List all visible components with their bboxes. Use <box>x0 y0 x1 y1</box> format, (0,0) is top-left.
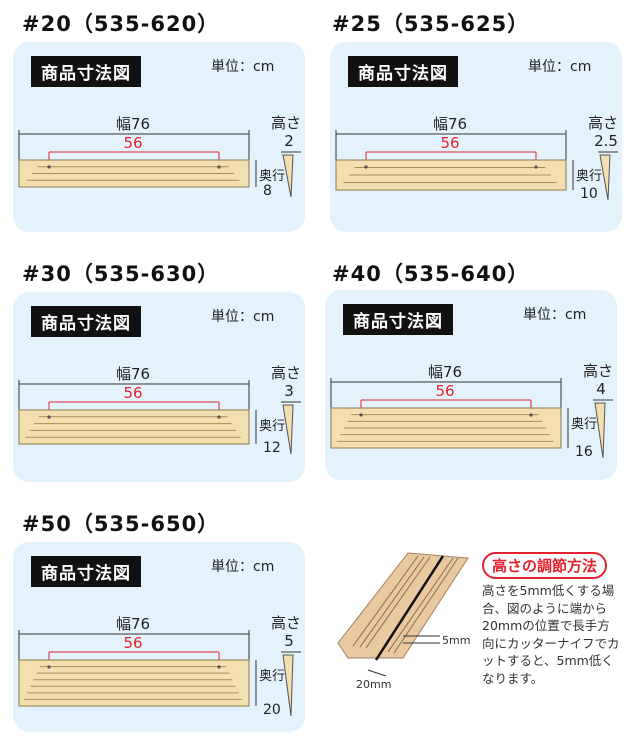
ramp-profile <box>594 402 606 459</box>
pitch-label: 56 <box>123 134 142 152</box>
height-label: 高さ <box>271 114 301 132</box>
panel-title: 商品寸法図 <box>31 56 141 87</box>
height-value: 4 <box>596 380 606 398</box>
width-label: 幅76 <box>116 365 150 383</box>
depth-value: 16 <box>575 444 593 460</box>
width-label: 幅76 <box>428 363 462 381</box>
panel-title: 商品寸法図 <box>343 304 453 335</box>
ramp-body <box>18 409 250 445</box>
dimension-panel: 商品寸法図 単位：cm 幅76 56 奥行 20 高さ 5 <box>13 542 305 732</box>
depth-value: 10 <box>580 186 598 202</box>
ramp-profile <box>282 154 294 198</box>
depth-label: 奥行 <box>259 669 285 684</box>
dimension-panel: 商品寸法図 単位：cm 幅76 56 奥行 10 高さ 2.5 <box>330 42 622 232</box>
model-heading: #50（535-650） <box>22 512 220 536</box>
screw-hole <box>534 165 538 169</box>
height-label: 高さ <box>271 614 301 632</box>
panel-title: 商品寸法図 <box>31 306 141 337</box>
depth-label: 奥行 <box>571 417 597 432</box>
screw-hole <box>364 165 368 169</box>
height-adjust-title: 高さの調節方法 <box>482 552 608 579</box>
dimension-panel: 商品寸法図 単位：cm 幅76 56 奥行 16 高さ 4 <box>325 290 617 480</box>
height-value: 3 <box>284 382 294 400</box>
height-value: 2.5 <box>594 132 618 150</box>
height-label: 高さ <box>583 362 613 380</box>
screw-hole <box>47 415 51 419</box>
depth-value: 8 <box>263 183 272 199</box>
unit-label: 単位：cm <box>528 59 592 75</box>
model-heading: #40（535-640） <box>332 262 530 286</box>
screw-hole <box>529 413 533 417</box>
cut-illustration: 5mm 20mm <box>337 552 470 691</box>
panel-title: 商品寸法図 <box>348 56 458 87</box>
height-label: 高さ <box>588 114 618 132</box>
height-value: 5 <box>284 632 294 650</box>
label-5mm: 5mm <box>442 634 470 647</box>
model-heading: #25（535-625） <box>332 12 530 36</box>
screw-hole <box>359 413 363 417</box>
depth-value: 12 <box>263 440 281 456</box>
pitch-label: 56 <box>435 382 454 400</box>
depth-value: 20 <box>263 702 281 718</box>
screw-hole <box>217 665 221 669</box>
width-label: 幅76 <box>433 115 467 133</box>
pitch-label: 56 <box>123 634 142 652</box>
screw-hole <box>47 165 51 169</box>
height-label: 高さ <box>271 364 301 382</box>
dimension-panel: 商品寸法図 単位：cm 幅76 56 奥行 12 高さ 3 <box>13 292 305 482</box>
ramp-body <box>18 659 250 707</box>
height-adjust-text: 高さを5mm低くする場合、図のように端から20mmの位置で長手方向にカッターナイ… <box>482 583 620 686</box>
screw-hole <box>47 665 51 669</box>
unit-label: 単位：cm <box>211 59 275 75</box>
unit-label: 単位：cm <box>211 309 275 325</box>
screw-hole <box>217 415 221 419</box>
ramp-profile <box>282 654 294 717</box>
model-heading: #20（535-620） <box>22 12 220 36</box>
width-label: 幅76 <box>116 615 150 633</box>
depth-label: 奥行 <box>576 169 602 184</box>
model-heading: #30（535-630） <box>22 262 220 286</box>
ramp-profile <box>282 404 294 455</box>
ramp-profile <box>599 154 611 201</box>
depth-label: 奥行 <box>259 169 285 184</box>
unit-label: 単位：cm <box>211 559 275 575</box>
depth-label: 奥行 <box>259 419 285 434</box>
height-value: 2 <box>284 132 294 150</box>
label-20mm: 20mm <box>356 678 391 691</box>
screw-hole <box>217 165 221 169</box>
pitch-label: 56 <box>440 134 459 152</box>
width-label: 幅76 <box>116 115 150 133</box>
panel-title: 商品寸法図 <box>31 556 141 587</box>
unit-label: 単位：cm <box>523 307 587 323</box>
dimension-panel: 商品寸法図 単位：cm 幅76 56 奥行 8 高さ 2 <box>13 42 305 232</box>
pitch-label: 56 <box>123 384 142 402</box>
